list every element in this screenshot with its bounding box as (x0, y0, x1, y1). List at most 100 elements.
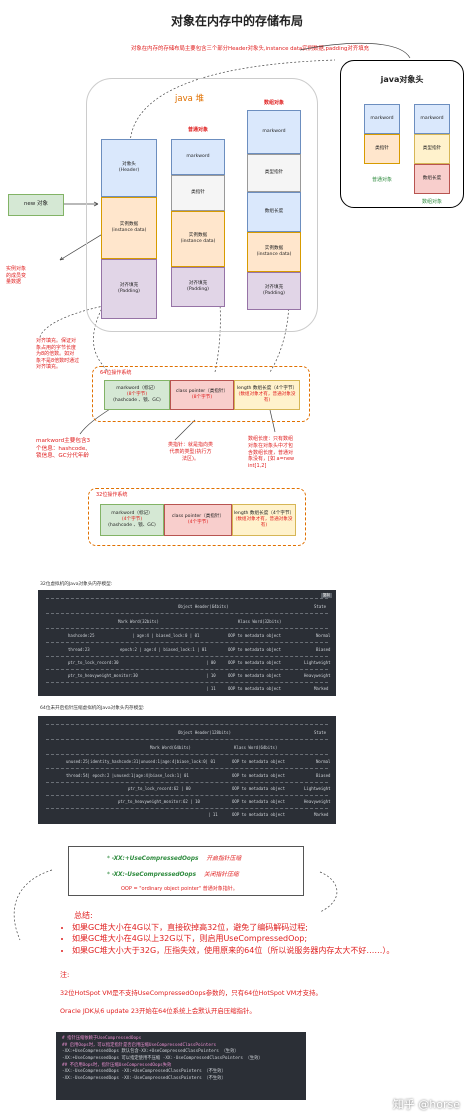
compressed-oops-options: * -XX:+UseCompressedOops 开启指针压缩 * -XX:-U… (68, 846, 304, 896)
array-padding-sublabel: (Padding) (263, 291, 285, 296)
new-object-box: new 对象 (8, 194, 64, 216)
java-heap-container (86, 78, 318, 332)
option-bullet: * (107, 856, 110, 862)
normal-instance-block: 实例数据 (instance data) (171, 211, 225, 267)
bit32-length-desc: (数组对象才有，普通对象没 (235, 516, 293, 522)
bit64-markword: markword（标记） (8个字节) (hashcode 、锁、GC) (104, 380, 170, 410)
array-markword-block: markword (247, 110, 301, 154)
object-header-sublabel: (Header) (118, 168, 140, 173)
klass-note: 类指针：就是指向类 代表的类型(执行方 法区)。 (168, 442, 213, 462)
note-line-2: Oracle JDK从6 update 23开始在64位系统上会默认开启压缩指针… (60, 1007, 256, 1015)
bit32-length-desc2: 有) (260, 523, 268, 529)
padding-note: 对齐填充。保证对 象占用的字节长度 为8的倍数。如对 象不是8倍数时通过 对齐填… (36, 338, 96, 371)
length-note-line: int[1,2] (248, 463, 267, 469)
bit32-markword-title: markword（标记） (111, 510, 153, 516)
java-header-title: java对象头 (380, 75, 424, 84)
code-line: -XX:+UseCompressedOops 默认包含-XX:+UseCompr… (62, 1049, 239, 1055)
padding-note-line: 对齐填充。 (36, 364, 62, 370)
code-line: -XX:-UseCompressedOops -XX:+UseCompresse… (62, 1069, 226, 1075)
normal-klass-block: 类指针 (171, 175, 225, 211)
watermark: 知乎 @horse (392, 1098, 460, 1111)
length-note-line: 含数组长度，普通对 (248, 449, 294, 456)
padding-note-line: 象不是8倍数时通过 (36, 357, 80, 364)
jh-array-length: 数组长度 (414, 164, 450, 194)
bit32-markword-bytes: (4个字节) (121, 516, 143, 522)
normal-padding-block: 对齐填充 (Padding) (171, 267, 225, 307)
bit64-markword-title: markword（标记） (116, 385, 158, 391)
bit64-length-desc: (数组对象才有，普通对象没 (238, 391, 296, 397)
summary-item: 如果GC堆大小在4G以上32G以下，则启用UseCompressedOop; (72, 933, 420, 945)
option-off-desc: 关闭指针压缩 (203, 872, 239, 878)
klass-note-line: 代表的类型(执行方 (169, 448, 212, 455)
jh-normal-klass: 类指针 (364, 134, 400, 164)
normal-instance-label: 实例数据 (188, 232, 208, 238)
array-length-block: 数组长度 (247, 192, 301, 232)
markword-note-line: 锁信息、GC分代年龄 (36, 453, 89, 460)
padding-note-line: 为8的倍数。如对 (36, 351, 75, 357)
code-line: ## 不启用Oops时，指针压缩UseCompressedOops失效 (62, 1062, 172, 1068)
bit64-klass: class pointer（类指针） (8个字节) (170, 380, 234, 410)
summary-title: 总结: (74, 911, 93, 920)
array-padding-label: 对齐填充 (264, 284, 284, 290)
bit64-markword-bytes: (8个字节) (126, 391, 148, 397)
page-title: 对象在内存中的存储布局 (170, 14, 303, 28)
java-header-panel (340, 60, 464, 208)
option-on: -XX:+UseCompressedOops (111, 856, 199, 862)
bit32-markword: markword（标记） (4个字节) (hashcode 、锁、GC) (100, 504, 164, 536)
bit32-group (88, 488, 306, 546)
bit64-klass-title: class pointer（类指针） (175, 388, 229, 394)
array-instance-label: 实例数据 (264, 245, 284, 251)
instance-data-block: 实例数据 (instance data) (101, 197, 157, 259)
bit64-length-desc2: 有) (263, 398, 271, 404)
code-block: # 指针压缩依赖于UseCompressedOops ## 启用Oops时，可以… (56, 1032, 306, 1100)
markword-note: markword主要包含3 个信息：hashcode、 锁信息、GC分代年龄 (36, 438, 91, 461)
intro-text: 对象在内存的存储布局主要包含三个部分Header对象头,instance dat… (131, 46, 369, 52)
normal-padding-label: 对齐填充 (188, 280, 208, 286)
instance-note: 实例对象 的成员变 量数据 (6, 266, 26, 286)
array-object-label: 数组对象 (263, 100, 284, 106)
markword-note-line: markword主要包含3 (36, 438, 91, 444)
normal-markword-block: markword (171, 139, 225, 175)
code-line: -XX:-UseCompressedOops -XX:-UseCompresse… (62, 1075, 226, 1081)
bit64-length: length 数组长度（4个字节） (数组对象才有，普通对象没 有) (234, 380, 300, 410)
summary: 总结: 如果GC堆大小在4G以下，直接砍掉高32位，避免了编码解码过程; 如果G… (60, 910, 420, 956)
bit32-klass-title: class pointer（类指针） (171, 513, 225, 519)
jh-normal-label: 普通对象 (371, 177, 392, 183)
bit32-klass-bytes: (4个字节) (187, 520, 209, 525)
object-header-block: 对象头 (Header) (101, 139, 157, 197)
oop-definition: OOP = "ordinary object pointer" 普通对象指针。 (121, 886, 238, 892)
jh-array-markword: markword (414, 104, 450, 134)
klass-note-line: 法区)。 (182, 455, 199, 462)
array-instance-sublabel: (instance data) (256, 252, 292, 257)
bit64-length-title: length 数组长度（4个字节） (236, 385, 298, 391)
normal-instance-sublabel: (instance data) (180, 239, 216, 244)
summary-item: 如果GC堆大小大于32G，压指失效，使用原来的64位（所以说服务器内存太大不好…… (72, 945, 420, 957)
header-cell: Object Header(64bits) (178, 604, 229, 609)
jh-normal-markword: markword (364, 104, 400, 134)
header-cell: State (314, 730, 327, 735)
bit64-label: 64位操作系统 (100, 370, 132, 376)
instance-note-line: 量数据 (6, 279, 22, 285)
instance-data-sublabel: (instance data) (111, 228, 147, 233)
length-note-line: 对象在对象头中才包 (248, 442, 294, 449)
padding-sublabel: (Padding) (118, 289, 140, 294)
header-cell: Mark Word(32bits) (118, 619, 159, 624)
copy-button[interactable]: 复制 (320, 593, 332, 598)
klass-note-line: 类指针：就是指向类 (168, 442, 214, 448)
instance-data-label: 实例数据 (119, 221, 139, 227)
note-line-1: 32位HotSpot VM是不支持UseCompressedOops参数的，只有… (60, 989, 322, 997)
normal-object-label: 普通对象 (187, 127, 208, 133)
java-heap-title: java 堆 (175, 94, 205, 104)
code-line: -XX:+UseCompressedOops 可以指定使用不压缩 -XX:-Us… (62, 1055, 263, 1061)
header-cell: State (314, 604, 327, 609)
array-padding-block: 对齐填充 (Padding) (247, 272, 301, 310)
note-title: 注: (60, 971, 70, 979)
jh-array-klass: 类型指针 (414, 134, 450, 164)
